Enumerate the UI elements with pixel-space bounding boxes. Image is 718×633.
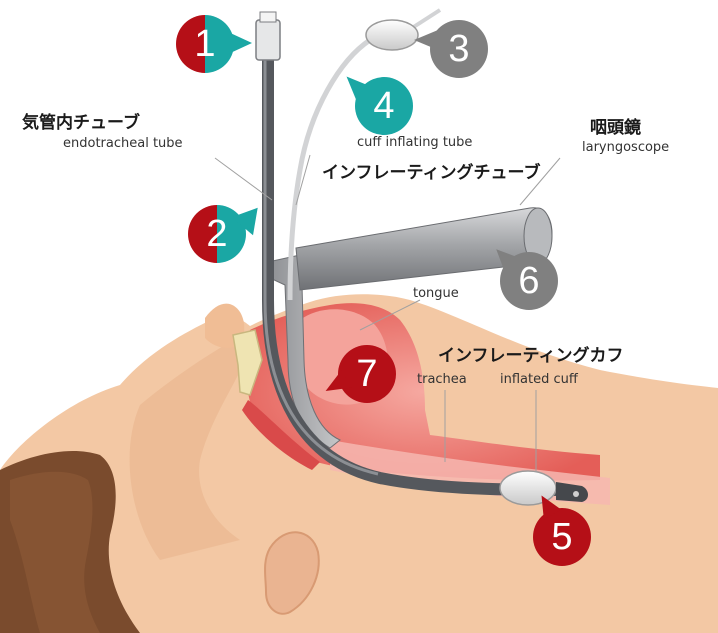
pilot-balloon (366, 20, 418, 50)
tongue-label: tongue (413, 286, 459, 301)
marker-2-number: 2 (206, 213, 227, 255)
cuff-inflating-tube-jp-label: インフレーティングチューブ (322, 158, 540, 183)
marker-4: 4 (355, 77, 413, 135)
marker-6: 6 (500, 252, 558, 310)
tube-connector (256, 20, 280, 60)
marker-4-number: 4 (373, 85, 394, 127)
tube-connector-top (260, 12, 276, 22)
inflated-cuff-label: inflated cuff (500, 372, 578, 387)
marker-7: 7 (338, 345, 396, 403)
trachea-label: trachea (417, 372, 467, 387)
marker-3: 3 (430, 20, 488, 78)
marker-5: 5 (533, 508, 591, 566)
marker-1-number: 1 (194, 23, 215, 65)
tube-tip-hole (573, 491, 579, 497)
laryngoscope-en-label: laryngoscope (582, 140, 669, 155)
marker-6-number: 6 (518, 260, 539, 302)
marker-5-number: 5 (551, 516, 572, 558)
marker-7-number: 7 (356, 353, 377, 395)
marker-2: 2 (188, 205, 246, 263)
inflating-cuff-jp-label: インフレーティングカフ (438, 341, 623, 366)
endotracheal-tube-en-label: endotracheal tube (63, 136, 183, 151)
marker-1: 1 (176, 15, 234, 73)
laryngoscope-jp-label: 咽頭鏡 (590, 113, 641, 138)
marker-3-number: 3 (448, 28, 469, 70)
endotracheal-tube-jp-label: 気管内チューブ (22, 108, 140, 133)
cuff-inflating-tube-en-label: cuff inflating tube (357, 135, 472, 150)
pilot-balloon-line (412, 10, 440, 28)
